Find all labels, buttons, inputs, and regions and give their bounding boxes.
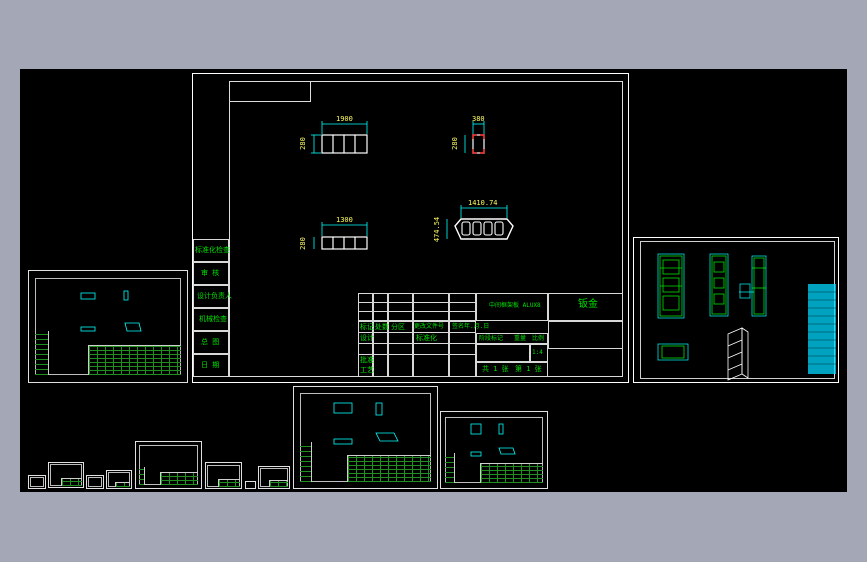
rev-label-sign: 签名 [452,323,465,330]
doc-code-box [229,81,311,102]
rev-label-date: 年.月.日 [464,323,490,330]
sheet-thumbnail-small-4[interactable] [205,462,242,489]
weight-label: 重量 [514,335,527,342]
design-label: 设计 [360,334,374,342]
dim-top-left: 1900 [336,115,353,123]
title-block[interactable]: 标记 处数 分区 更改文件号 签名 年.月.日 设计 标准化 批准 工艺 中间框… [358,293,623,377]
part-views[interactable] [193,74,630,384]
side-label-3: 设计负责人 [197,292,232,300]
rev-label-doc: 更改文件号 [414,323,445,330]
dim-bottom-right: 1410.74 [468,199,498,207]
assembly-sheet[interactable] [633,237,839,383]
dim-top-right-side: 280 [450,137,459,150]
process-label: 工艺 [360,366,374,374]
sheet-thumbnail-small-7[interactable] [245,481,256,489]
cad-model-space[interactable]: 标准化检查 审 核 设计负责人 机械检查 总 图 日 期 [20,69,847,492]
scale-label: 比例 [532,335,545,342]
sheet-thumbnail-small-3[interactable] [86,475,104,489]
sheet-count: 共 1 张 [482,365,509,373]
side-label-2: 审 核 [201,269,220,277]
sheet-thumbnail-bottom-large[interactable] [293,386,438,489]
assembly-drawings [657,253,836,381]
standard-label: 标准化 [416,334,437,342]
side-label-stack: 标准化检查 审 核 设计负责人 机械检查 总 图 日 期 [193,239,232,377]
rev-label-mark: 标记 [360,323,374,331]
part-view-bottom-left [321,236,368,250]
dim-top-left-side: 280 [298,137,307,150]
material-label: 钣金 [578,299,598,310]
main-drawing-sheet[interactable]: 标准化检查 审 核 设计负责人 机械检查 总 图 日 期 [192,73,629,383]
part-view-bottom-right [446,205,514,240]
rev-label-zone: 分区 [391,323,405,331]
sheet-thumbnail-bottom-right[interactable] [440,411,548,489]
scale-value: 1:4 [532,349,543,356]
sheet-thumbnail-small-6[interactable] [106,470,132,489]
sheet-number: 第 1 张 [515,365,542,373]
side-label-1: 标准化检查 [195,246,230,254]
side-label-5: 总 图 [201,338,220,346]
dim-bottom-left-side: 280 [298,237,307,250]
part-view-top-right [464,121,485,154]
stage-label: 阶段标记 [479,335,504,342]
dim-bottom-left: 1300 [336,216,353,224]
rev-label-count: 处数 [375,323,389,331]
dim-bottom-right-side: 474.54 [433,216,442,243]
dim-top-right: 380 [472,115,485,123]
sheet-thumbnail-small-2[interactable] [28,475,46,489]
sheet-thumbnail-mid[interactable] [135,441,202,489]
side-label-6: 日 期 [201,361,220,369]
approve-label: 批准 [360,356,374,364]
sheet-thumbnail-small-5[interactable] [258,466,290,489]
side-label-4: 机械检查 [199,315,227,323]
sheet-thumbnail-small-1[interactable] [48,462,84,488]
part-view-top-left [321,134,368,154]
sheet-thumbnail-left[interactable] [28,270,188,383]
drawing-name: 中间框架板 ALUX8 [489,302,541,309]
